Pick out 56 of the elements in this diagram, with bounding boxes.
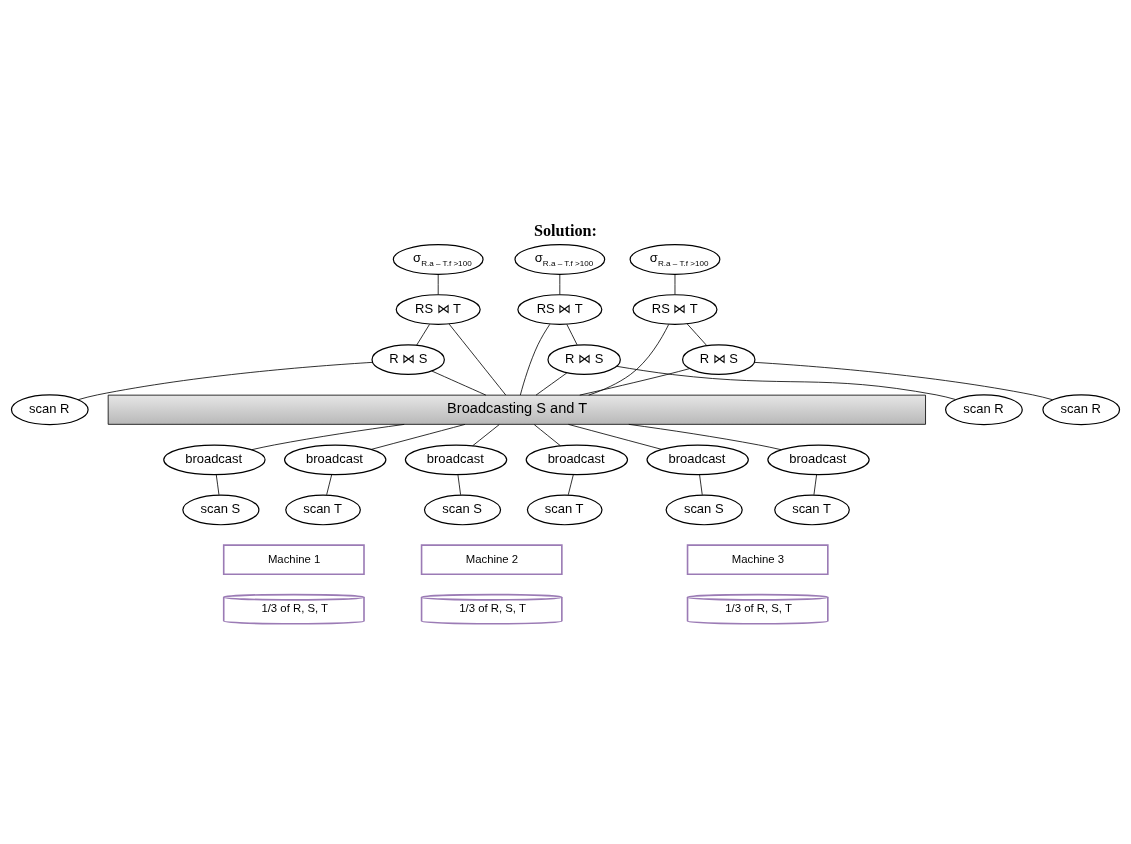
node-ellipse: scan T xyxy=(774,494,850,526)
connector xyxy=(416,324,430,346)
connector xyxy=(437,274,439,295)
connector xyxy=(813,474,817,496)
connector xyxy=(699,474,703,496)
connector xyxy=(77,361,373,401)
node-box: Machine 3 xyxy=(686,544,829,576)
node-ellipse: RS ⋈ T xyxy=(395,294,481,325)
node-ellipse: scan T xyxy=(526,494,603,526)
node-ellipse: scan S xyxy=(665,494,743,526)
connector xyxy=(567,474,574,496)
connector xyxy=(448,323,507,396)
node-ellipse: R ⋈ S xyxy=(371,344,445,376)
node-ellipse: R ⋈ S xyxy=(547,344,621,376)
node-ellipse: scan S xyxy=(182,494,260,526)
connector xyxy=(579,368,691,396)
node-box: Broadcasting S and T xyxy=(107,394,926,425)
connector xyxy=(686,323,708,346)
connector xyxy=(326,474,333,496)
connector xyxy=(559,274,561,295)
node-ellipse: broadcast xyxy=(767,444,870,476)
connector xyxy=(215,474,220,496)
node-ellipse: R ⋈ S xyxy=(682,344,756,376)
connector xyxy=(628,423,782,451)
node-ellipse: RS ⋈ T xyxy=(517,294,603,325)
connector xyxy=(533,424,561,447)
node-ellipse: scan T xyxy=(285,494,361,526)
connector xyxy=(251,423,405,451)
node-ellipse: σ$_{R.a – T.f >100}$ xyxy=(629,244,721,275)
node-ellipse: scan S xyxy=(423,494,502,526)
node-box: Machine 1 xyxy=(222,544,365,576)
node-ellipse: broadcast xyxy=(404,444,508,476)
node-ellipse: σ$_{R.a – T.f >100}$ xyxy=(514,244,606,275)
connector xyxy=(568,423,662,450)
node-ellipse: broadcast xyxy=(646,444,749,476)
connector xyxy=(674,274,676,295)
node-ellipse: scan R xyxy=(945,394,1023,426)
node-ellipse: σ$_{R.a – T.f >100}$ xyxy=(392,244,484,275)
connector xyxy=(566,324,578,346)
connector xyxy=(616,365,956,400)
node-ellipse: RS ⋈ T xyxy=(632,294,718,325)
node-ellipse: broadcast xyxy=(163,444,266,476)
connector xyxy=(588,324,670,396)
node-ellipse: broadcast xyxy=(283,444,387,476)
connector xyxy=(535,372,568,396)
connector xyxy=(519,323,551,396)
connector xyxy=(431,370,487,396)
node-ellipse: broadcast xyxy=(525,444,629,476)
connector xyxy=(753,361,1053,401)
diagram-title: Solution: xyxy=(533,221,597,240)
connector xyxy=(371,423,466,450)
node-box: Machine 2 xyxy=(420,544,563,576)
node-ellipse: scan R xyxy=(1042,394,1121,426)
node-ellipse: scan R xyxy=(10,394,89,426)
connector xyxy=(457,474,461,496)
connector xyxy=(472,424,500,447)
